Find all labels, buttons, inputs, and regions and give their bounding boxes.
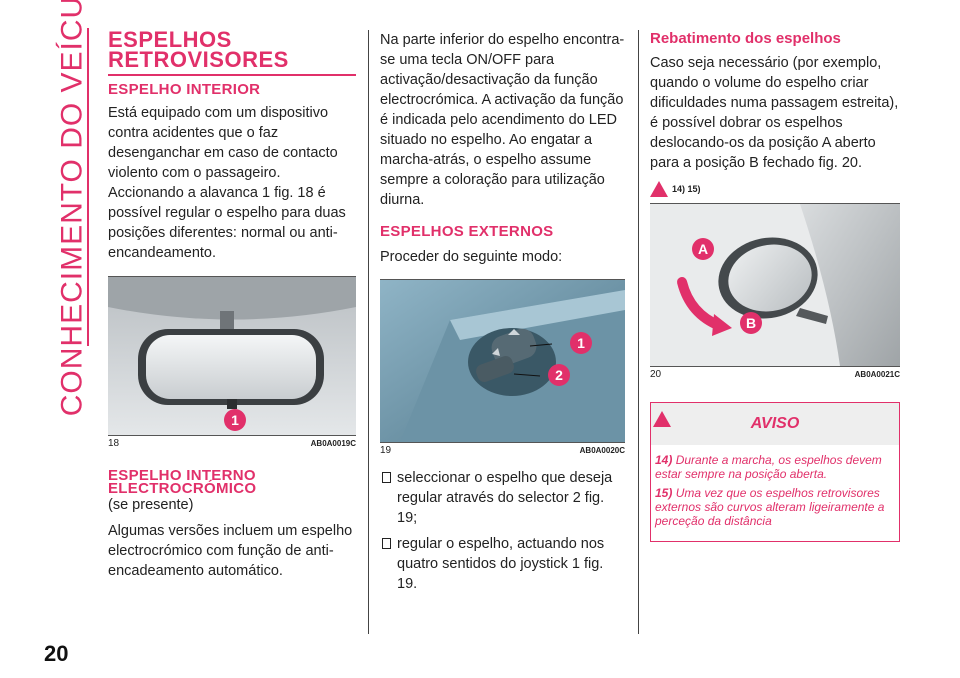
- page-number: 20: [44, 641, 69, 666]
- warning-note: 15) Uma vez que os espelhos retrovisores…: [655, 486, 885, 528]
- callout-2: 2: [548, 364, 570, 386]
- paragraph: Caso seja necessário (por exemplo, quand…: [650, 55, 899, 171]
- mirror-control-illustration: [380, 280, 625, 442]
- figure-number: 20: [650, 369, 662, 380]
- figure-18: 1: [108, 276, 356, 436]
- warning-body: 14) Durante a marcha, os espelhos devem …: [651, 445, 899, 541]
- subsection-title: Rebatimento dos espelhos: [650, 30, 841, 47]
- figure-caption: 20 AB0A0021C: [650, 369, 900, 380]
- callout-1: 1: [224, 409, 246, 431]
- warning-reference: 14) 15): [650, 181, 900, 197]
- figure-number: 18: [108, 438, 120, 449]
- checkbox-bullet-icon: [382, 538, 391, 549]
- warning-icon: [650, 181, 668, 197]
- figure-code: AB0A0020C: [579, 446, 625, 455]
- list-item: seleccionar o espelho que deseja regular…: [380, 468, 625, 528]
- column-2: Na parte inferior do espelho encontra-se…: [380, 30, 625, 594]
- callout-b: B: [740, 312, 762, 334]
- callout-a: A: [692, 238, 714, 260]
- figure-caption: 18 AB0A0019C: [108, 438, 356, 449]
- figure-20: A B: [650, 203, 900, 367]
- subsection-title: ESPELHOS EXTERNOS: [380, 223, 554, 240]
- side-rule: [87, 28, 89, 346]
- figure-code: AB0A0019C: [310, 439, 356, 448]
- paragraph: Proceder do seguinte modo:: [380, 249, 563, 265]
- warning-header: AVISO: [651, 403, 899, 445]
- subsection-title: ESPELHO INTERNO ELECTROCRÓMICO: [108, 467, 257, 497]
- interior-mirror-illustration: [108, 277, 356, 435]
- column-3: Rebatimento dos espelhos Caso seja neces…: [650, 30, 900, 542]
- paragraph: Algumas versões incluem um espelho elect…: [108, 523, 353, 579]
- paragraph: Está equipado com um dispositivo contra …: [108, 105, 346, 261]
- column-1: ESPELHOS RETROVISORES ESPELHO INTERIOR E…: [108, 27, 356, 581]
- figure-code: AB0A0021C: [854, 370, 900, 379]
- list-item: regular o espelho, actuando nos quatro s…: [380, 534, 625, 594]
- warning-note: 14) Durante a marcha, os espelhos devem …: [655, 453, 882, 481]
- callout-1: 1: [570, 332, 592, 354]
- warning-box: AVISO 14) Durante a marcha, os espelhos …: [650, 402, 900, 542]
- figure-number: 19: [380, 445, 392, 456]
- figure-caption: 19 AB0A0020C: [380, 445, 625, 456]
- warning-icon: [653, 411, 671, 427]
- column-divider: [368, 30, 369, 634]
- side-section-title: CONHECIMENTO DO VEÍCULO: [55, 0, 88, 417]
- title-rule: [108, 74, 356, 76]
- column-divider: [638, 30, 639, 634]
- figure-19: 1 2: [380, 279, 625, 443]
- subsection-title: ESPELHO INTERIOR: [108, 81, 261, 98]
- folding-mirror-illustration: [650, 204, 900, 366]
- subsection-note: (se presente): [108, 497, 194, 513]
- paragraph: Na parte inferior do espelho encontra-se…: [380, 32, 625, 208]
- section-title: ESPELHOS RETROVISORES: [108, 27, 289, 72]
- warning-title: AVISO: [750, 415, 800, 432]
- checkbox-bullet-icon: [382, 472, 391, 483]
